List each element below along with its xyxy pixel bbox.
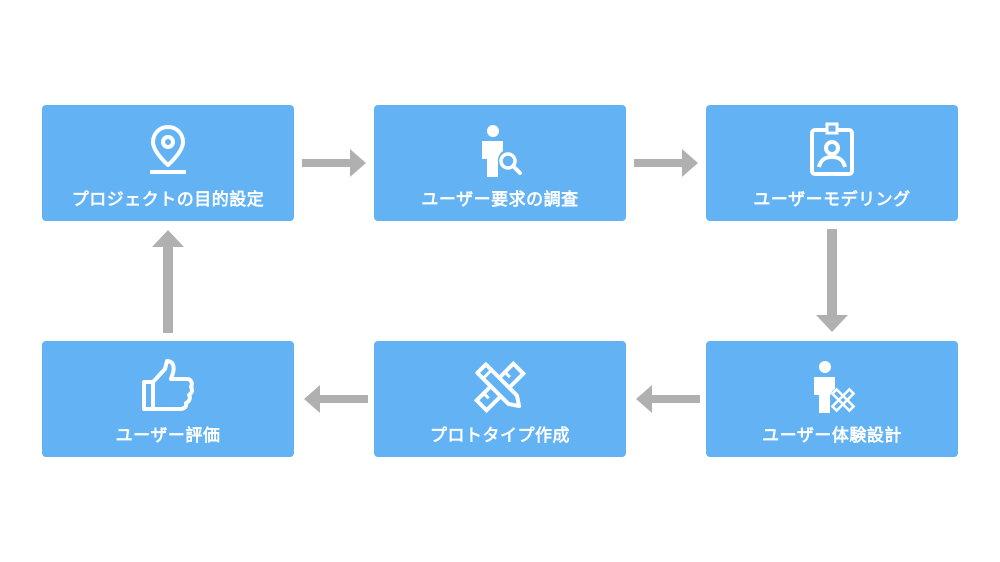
pencil-ruler-icon	[470, 355, 530, 415]
step-label: ユーザーモデリング	[753, 190, 911, 210]
arrow-up	[150, 229, 186, 333]
thumbs-up-icon	[138, 355, 198, 415]
user-design-tools-icon	[802, 355, 862, 415]
id-badge-icon	[802, 119, 862, 179]
step-label: ユーザー評価	[115, 426, 221, 446]
step-box-user-modeling: ユーザーモデリング	[706, 105, 958, 221]
user-search-icon	[470, 119, 530, 179]
arrow-left	[634, 381, 700, 417]
step-label: ユーザー要求の調査	[421, 190, 579, 210]
step-label: プロジェクトの目的設定	[71, 190, 265, 210]
arrow-down	[814, 229, 850, 333]
arrow-left	[302, 381, 368, 417]
arrow-right	[634, 145, 700, 181]
step-box-ux-design: ユーザー体験設計	[706, 341, 958, 457]
step-box-project-goal: プロジェクトの目的設定	[42, 105, 294, 221]
step-box-prototyping: プロトタイプ作成	[374, 341, 626, 457]
step-box-user-evaluation: ユーザー評価	[42, 341, 294, 457]
step-label: ユーザー体験設計	[762, 426, 902, 446]
arrow-right	[302, 145, 368, 181]
step-box-user-research: ユーザー要求の調査	[374, 105, 626, 221]
step-label: プロトタイプ作成	[430, 426, 570, 446]
location-pin-icon	[138, 119, 198, 179]
